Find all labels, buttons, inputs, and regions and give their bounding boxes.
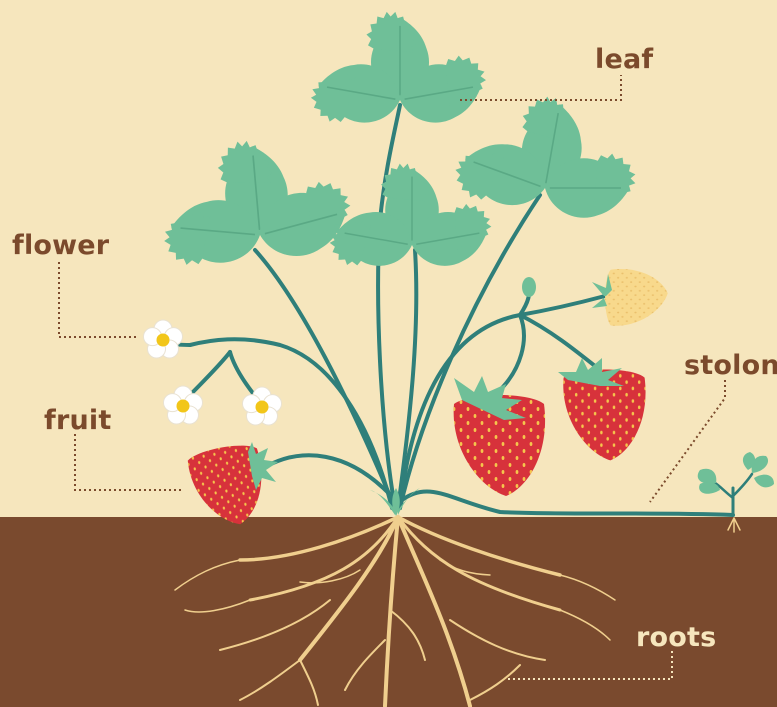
flower-icon [144, 320, 183, 358]
flower-bud [522, 277, 536, 297]
unripe-strawberry-icon [605, 269, 668, 326]
label-fruit: fruit [44, 407, 111, 434]
label-flower: flower [12, 232, 109, 259]
label-leaf: leaf [595, 46, 653, 73]
runner-plant [698, 452, 774, 494]
leader-flower [59, 262, 138, 337]
label-roots: roots [636, 624, 716, 651]
flower-icon [164, 386, 203, 424]
flower-icon [243, 387, 282, 425]
label-stolon: stolon [684, 352, 777, 379]
leaf-icon [152, 132, 361, 279]
leader-fruit [75, 434, 182, 490]
leaf-cluster-left [152, 132, 361, 279]
leader-leaf [460, 75, 621, 100]
